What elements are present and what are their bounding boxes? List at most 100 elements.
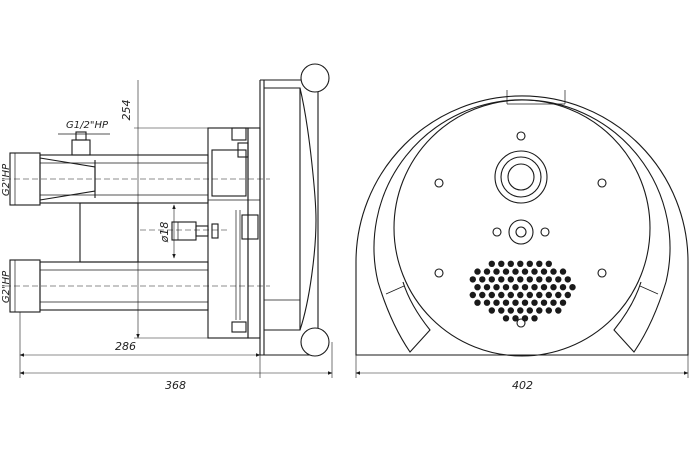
grille-hole — [569, 284, 576, 291]
grille-hole — [526, 276, 533, 283]
ring-arm-right — [613, 281, 667, 353]
screw — [516, 318, 526, 328]
grille-hole — [517, 291, 524, 299]
housing-body — [207, 127, 261, 339]
grille-hole — [488, 260, 495, 267]
grille-hole — [507, 260, 514, 267]
grille-hole — [507, 307, 514, 314]
grille-hole — [550, 268, 557, 275]
pipe-connector — [79, 202, 139, 263]
pipe-top-label: G2"HP — [1, 163, 12, 196]
side-view: 254 ø18 G1/2"HP G2"HP G2"HP 286 368 — [1, 63, 333, 392]
grille-hole — [564, 276, 571, 283]
grille-hole — [483, 299, 491, 306]
grille-hole — [469, 291, 476, 299]
grille-hole — [502, 284, 510, 291]
grille-hole — [531, 299, 538, 306]
screw — [597, 268, 607, 278]
screw — [492, 227, 502, 237]
grille-hole — [550, 299, 557, 306]
grille-hole — [488, 291, 495, 299]
thread-top-label: G1/2"HP — [66, 120, 109, 131]
small-nozzle — [171, 221, 219, 241]
screw — [516, 131, 526, 141]
grille-hole — [517, 307, 524, 314]
top-fitting — [58, 131, 110, 156]
small-front-nozzle — [508, 219, 534, 245]
grille-hole — [564, 291, 571, 299]
grille-hole — [545, 276, 552, 283]
grille-hole — [498, 276, 505, 283]
grille-hole — [536, 291, 543, 299]
screw — [434, 268, 444, 278]
front-view: 402 — [355, 90, 689, 392]
grille-hole — [474, 268, 481, 275]
front-base — [355, 262, 689, 356]
grille-hole — [526, 260, 533, 267]
ring-arm-left — [377, 281, 431, 353]
grille-hole — [521, 315, 529, 322]
grille-hole — [526, 291, 533, 299]
grille-hole — [479, 276, 486, 283]
screw — [597, 178, 607, 188]
outer-ring — [355, 95, 689, 263]
dim-286: 286 — [19, 312, 261, 378]
grille-hole — [517, 276, 524, 283]
grille-hole — [536, 260, 543, 267]
grille-hole — [483, 268, 491, 275]
grille-hole — [517, 260, 524, 267]
dim-402: 402 — [355, 355, 689, 392]
dim-d18-label: ø18 — [158, 222, 171, 244]
grille-hole — [502, 299, 510, 306]
grille-hole — [512, 315, 519, 322]
grille-hole — [507, 291, 514, 299]
grille-hole — [488, 276, 495, 283]
handle-bottom — [300, 327, 330, 357]
grille-hole — [531, 315, 538, 322]
handle-top — [300, 63, 330, 93]
dim-254-label: 254 — [120, 100, 133, 121]
grille-hole — [488, 307, 495, 314]
dim-368-label: 368 — [165, 379, 186, 392]
grille-hole — [498, 291, 505, 299]
grille-hole — [512, 299, 519, 306]
grille-hole — [521, 299, 529, 306]
central-nozzle — [494, 150, 548, 204]
grille-hole — [540, 284, 548, 291]
grille-hole — [474, 299, 481, 306]
grille-hole — [536, 276, 543, 283]
grille-hole — [502, 315, 510, 322]
grille-hole — [512, 268, 519, 275]
grille-hole — [555, 291, 562, 299]
grille-hole — [493, 299, 500, 306]
screw — [540, 227, 550, 237]
grille-hole — [545, 260, 552, 267]
grille-hole — [559, 284, 567, 291]
grille-hole — [559, 299, 567, 306]
grille-hole — [498, 307, 505, 314]
grille-hole — [507, 276, 514, 283]
grille-hole — [493, 284, 500, 291]
grille-hole — [474, 284, 481, 291]
front-plate — [259, 63, 330, 357]
grille-hole — [550, 284, 557, 291]
grille-hole — [545, 291, 552, 299]
grille-hole — [540, 268, 548, 275]
dim-254: 254 — [120, 80, 208, 339]
grille-hole — [555, 276, 562, 283]
grille-hole — [469, 276, 476, 283]
grille-hole — [498, 260, 505, 267]
speaker-grille — [469, 260, 576, 322]
dim-368: 368 — [19, 342, 333, 392]
outer-ring-inner — [373, 99, 671, 283]
dim-d18: ø18 — [158, 204, 176, 259]
grille-hole — [521, 284, 529, 291]
dim-286-label: 286 — [115, 340, 136, 353]
grille-hole — [540, 299, 548, 306]
grille-hole — [559, 268, 567, 275]
front-disk — [393, 99, 651, 357]
mounting-screws — [434, 131, 607, 328]
grille-hole — [531, 268, 538, 275]
grille-hole — [479, 291, 486, 299]
